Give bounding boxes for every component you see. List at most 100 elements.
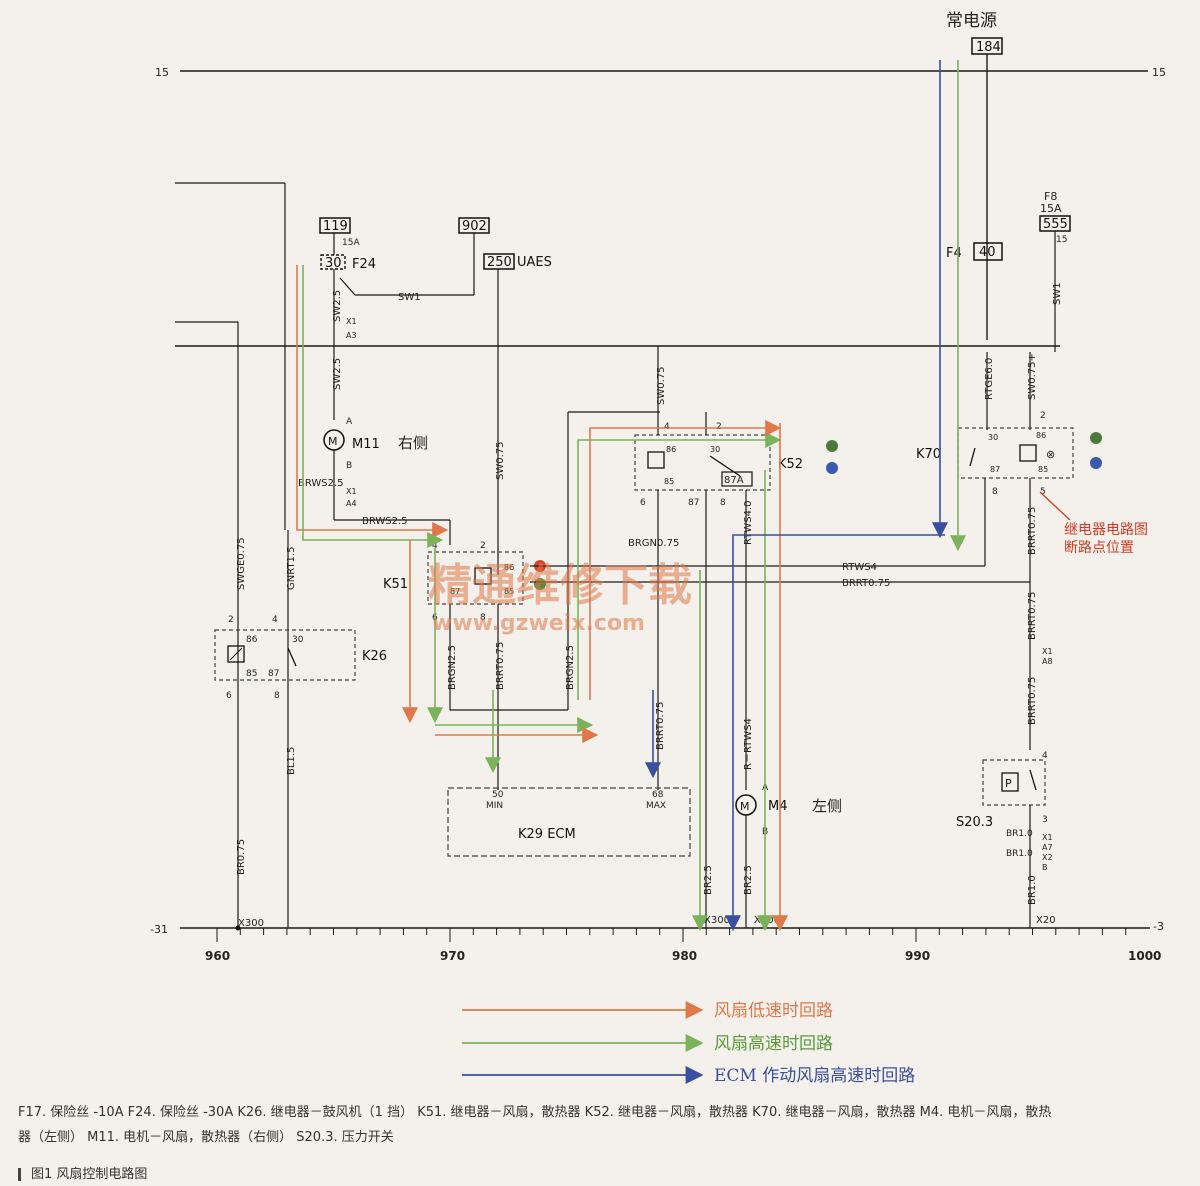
relay-k26: [214, 629, 356, 681]
relay-k52: [634, 434, 771, 491]
wire-br10a-label: BR1.0: [1006, 829, 1033, 839]
box-30: [320, 254, 346, 270]
k51-pin-8: 8: [480, 613, 486, 623]
k51-label: K51: [383, 577, 408, 592]
k52-pin-8: 8: [720, 498, 726, 508]
m4-label: M4: [768, 799, 788, 814]
wire-sw075c-label: SW0.75+: [1027, 353, 1038, 400]
figure-title: 图1 风扇控制电路图: [18, 1163, 147, 1182]
wire-swge-label: SWGE0.75: [236, 537, 247, 590]
conn-x1-a3: X1: [346, 317, 357, 326]
k70-contact-icon: [969, 447, 976, 467]
wire-sw1-label: SW1: [398, 292, 421, 303]
box-30-label: 30: [325, 256, 342, 271]
wire-brrt075e-label: BRRT0.75: [1027, 592, 1038, 640]
box-250-label: 250: [487, 255, 512, 270]
wire-sw-k-label: SW1: [1052, 282, 1063, 305]
k52-pin-2: 2: [716, 422, 722, 432]
k52-contact-icon: [709, 455, 741, 477]
figure-caption: F17. 保险丝 -10A F24. 保险丝 -30A K26. 继电器－鼓风机…: [18, 1100, 1198, 1150]
figure-title-text: 图1 风扇控制电路图: [31, 1167, 148, 1182]
wire-br075-label: BR0.75: [236, 839, 247, 875]
ecm-min: MIN: [486, 801, 503, 811]
k70-coil-icon: [1019, 444, 1037, 462]
conn-x300c: X300: [754, 915, 780, 926]
k26-contact-icon: [287, 647, 297, 667]
k52-blue-dot: [826, 462, 838, 474]
s20-label: S20.3: [956, 815, 993, 830]
wire-sw075-label: SW0.75: [495, 441, 506, 480]
k26-pin-86: 86: [246, 635, 258, 645]
rail-3-right-label: -3: [1153, 920, 1164, 933]
k51-pin-87: 87: [450, 587, 460, 596]
wire-brrt075b-label: BRRT0.75: [655, 702, 666, 750]
legend-text-ecm: ECM 作动风扇高速时回路: [714, 1066, 915, 1086]
break-point-pointer: [1039, 491, 1071, 521]
f8-rating: 15A: [1040, 202, 1062, 215]
f8-pin: 15: [1056, 235, 1067, 245]
wire-sw25b-label: SW2.5: [332, 358, 343, 390]
caption-line-2: 器（左侧） M11. 电机－风扇，散热器（右侧） S20.3. 压力开关: [18, 1130, 394, 1145]
wire-br25b-label: BR2.5: [743, 865, 754, 895]
current-paths: [296, 60, 966, 932]
tick-960: 960: [205, 949, 230, 963]
conn-a8: A8: [1042, 657, 1053, 666]
conn-b: B: [1042, 863, 1048, 872]
box-250: [483, 253, 515, 270]
wire-brws25b-label: BRWS2.5: [362, 516, 408, 527]
wire-sw25a-label: SW2.5: [332, 290, 343, 322]
ecm-pin-50: 50: [492, 790, 504, 800]
k26-coil-icon: [227, 645, 245, 663]
k70-pin-85: 85: [1038, 465, 1048, 474]
legend-text-high: 风扇高速时回路: [714, 1034, 833, 1054]
ecm-pin-68: 68: [652, 790, 664, 800]
wire-r-rtws4-label: R－RTWS4: [743, 718, 754, 770]
k70-pin-30: 30: [988, 433, 998, 442]
relay-k51: [427, 551, 524, 605]
conn-x1-a4: X1: [346, 487, 357, 496]
f24-rating: 15A: [342, 238, 360, 248]
k70-pin-2: 2: [1040, 411, 1046, 421]
box-555-label: 555: [1043, 217, 1068, 232]
k52-pin-85: 85: [664, 477, 674, 486]
wire-brrt075f-label: BRRT0.75: [1027, 677, 1038, 725]
ecm-k29: [447, 787, 691, 857]
wire-rtws4-label: RTWS4: [842, 562, 877, 573]
m4-m-glyph: M: [740, 800, 750, 813]
wire-brrt075a-label: BRRT0.75: [495, 642, 506, 690]
k70-pin-86: 86: [1036, 431, 1046, 440]
conn-x1-a7: X1: [1042, 833, 1053, 842]
k26-label: K26: [362, 649, 387, 664]
rail-15-left-label: 15: [155, 66, 169, 79]
wire-sw075b-label: SW0.75: [656, 366, 667, 405]
m11-pin-b: B: [346, 461, 352, 471]
conn-a4: A4: [346, 499, 357, 508]
k52-pin-87: 87: [688, 498, 699, 508]
pressure-switch-s20: [982, 759, 1046, 806]
uaes-label: UAES: [517, 255, 552, 270]
tick-990: 990: [905, 949, 930, 963]
k52-green-dot: [826, 440, 838, 452]
pressure-p-glyph: P: [1005, 777, 1012, 790]
relay-k70: [957, 427, 1074, 479]
k52-coil-icon: [647, 451, 665, 469]
rail-31-left-label: -31: [150, 923, 168, 936]
conn-x300a: X300: [238, 918, 264, 929]
wire-br10b-label: BR1.0: [1006, 849, 1033, 859]
break-note-line1: 继电器电路图: [1064, 522, 1148, 538]
k26-pin-4: 4: [272, 615, 278, 625]
wire-brgn25b-label: BRGN2.5: [565, 645, 576, 690]
k52-87a-box: [721, 471, 753, 487]
legend-text-low: 风扇低速时回路: [714, 1001, 833, 1021]
k52-pin-4: 4: [664, 422, 670, 432]
wire-brws25a-label: BRWS2.5: [298, 478, 344, 489]
conn-x20: X20: [1036, 915, 1056, 926]
title-bar-icon: [18, 1168, 21, 1181]
wire-gnrt-label: GNRT1.5: [286, 547, 297, 590]
wire-rtws40-label: RTWS4.0: [743, 501, 754, 545]
box-119-label: 119: [323, 219, 348, 234]
m11-label: M11: [352, 437, 380, 452]
k26-pin-87: 87: [268, 669, 279, 679]
box-184-label: 184: [976, 40, 1001, 55]
k70-pin-5: 5: [1040, 487, 1046, 497]
